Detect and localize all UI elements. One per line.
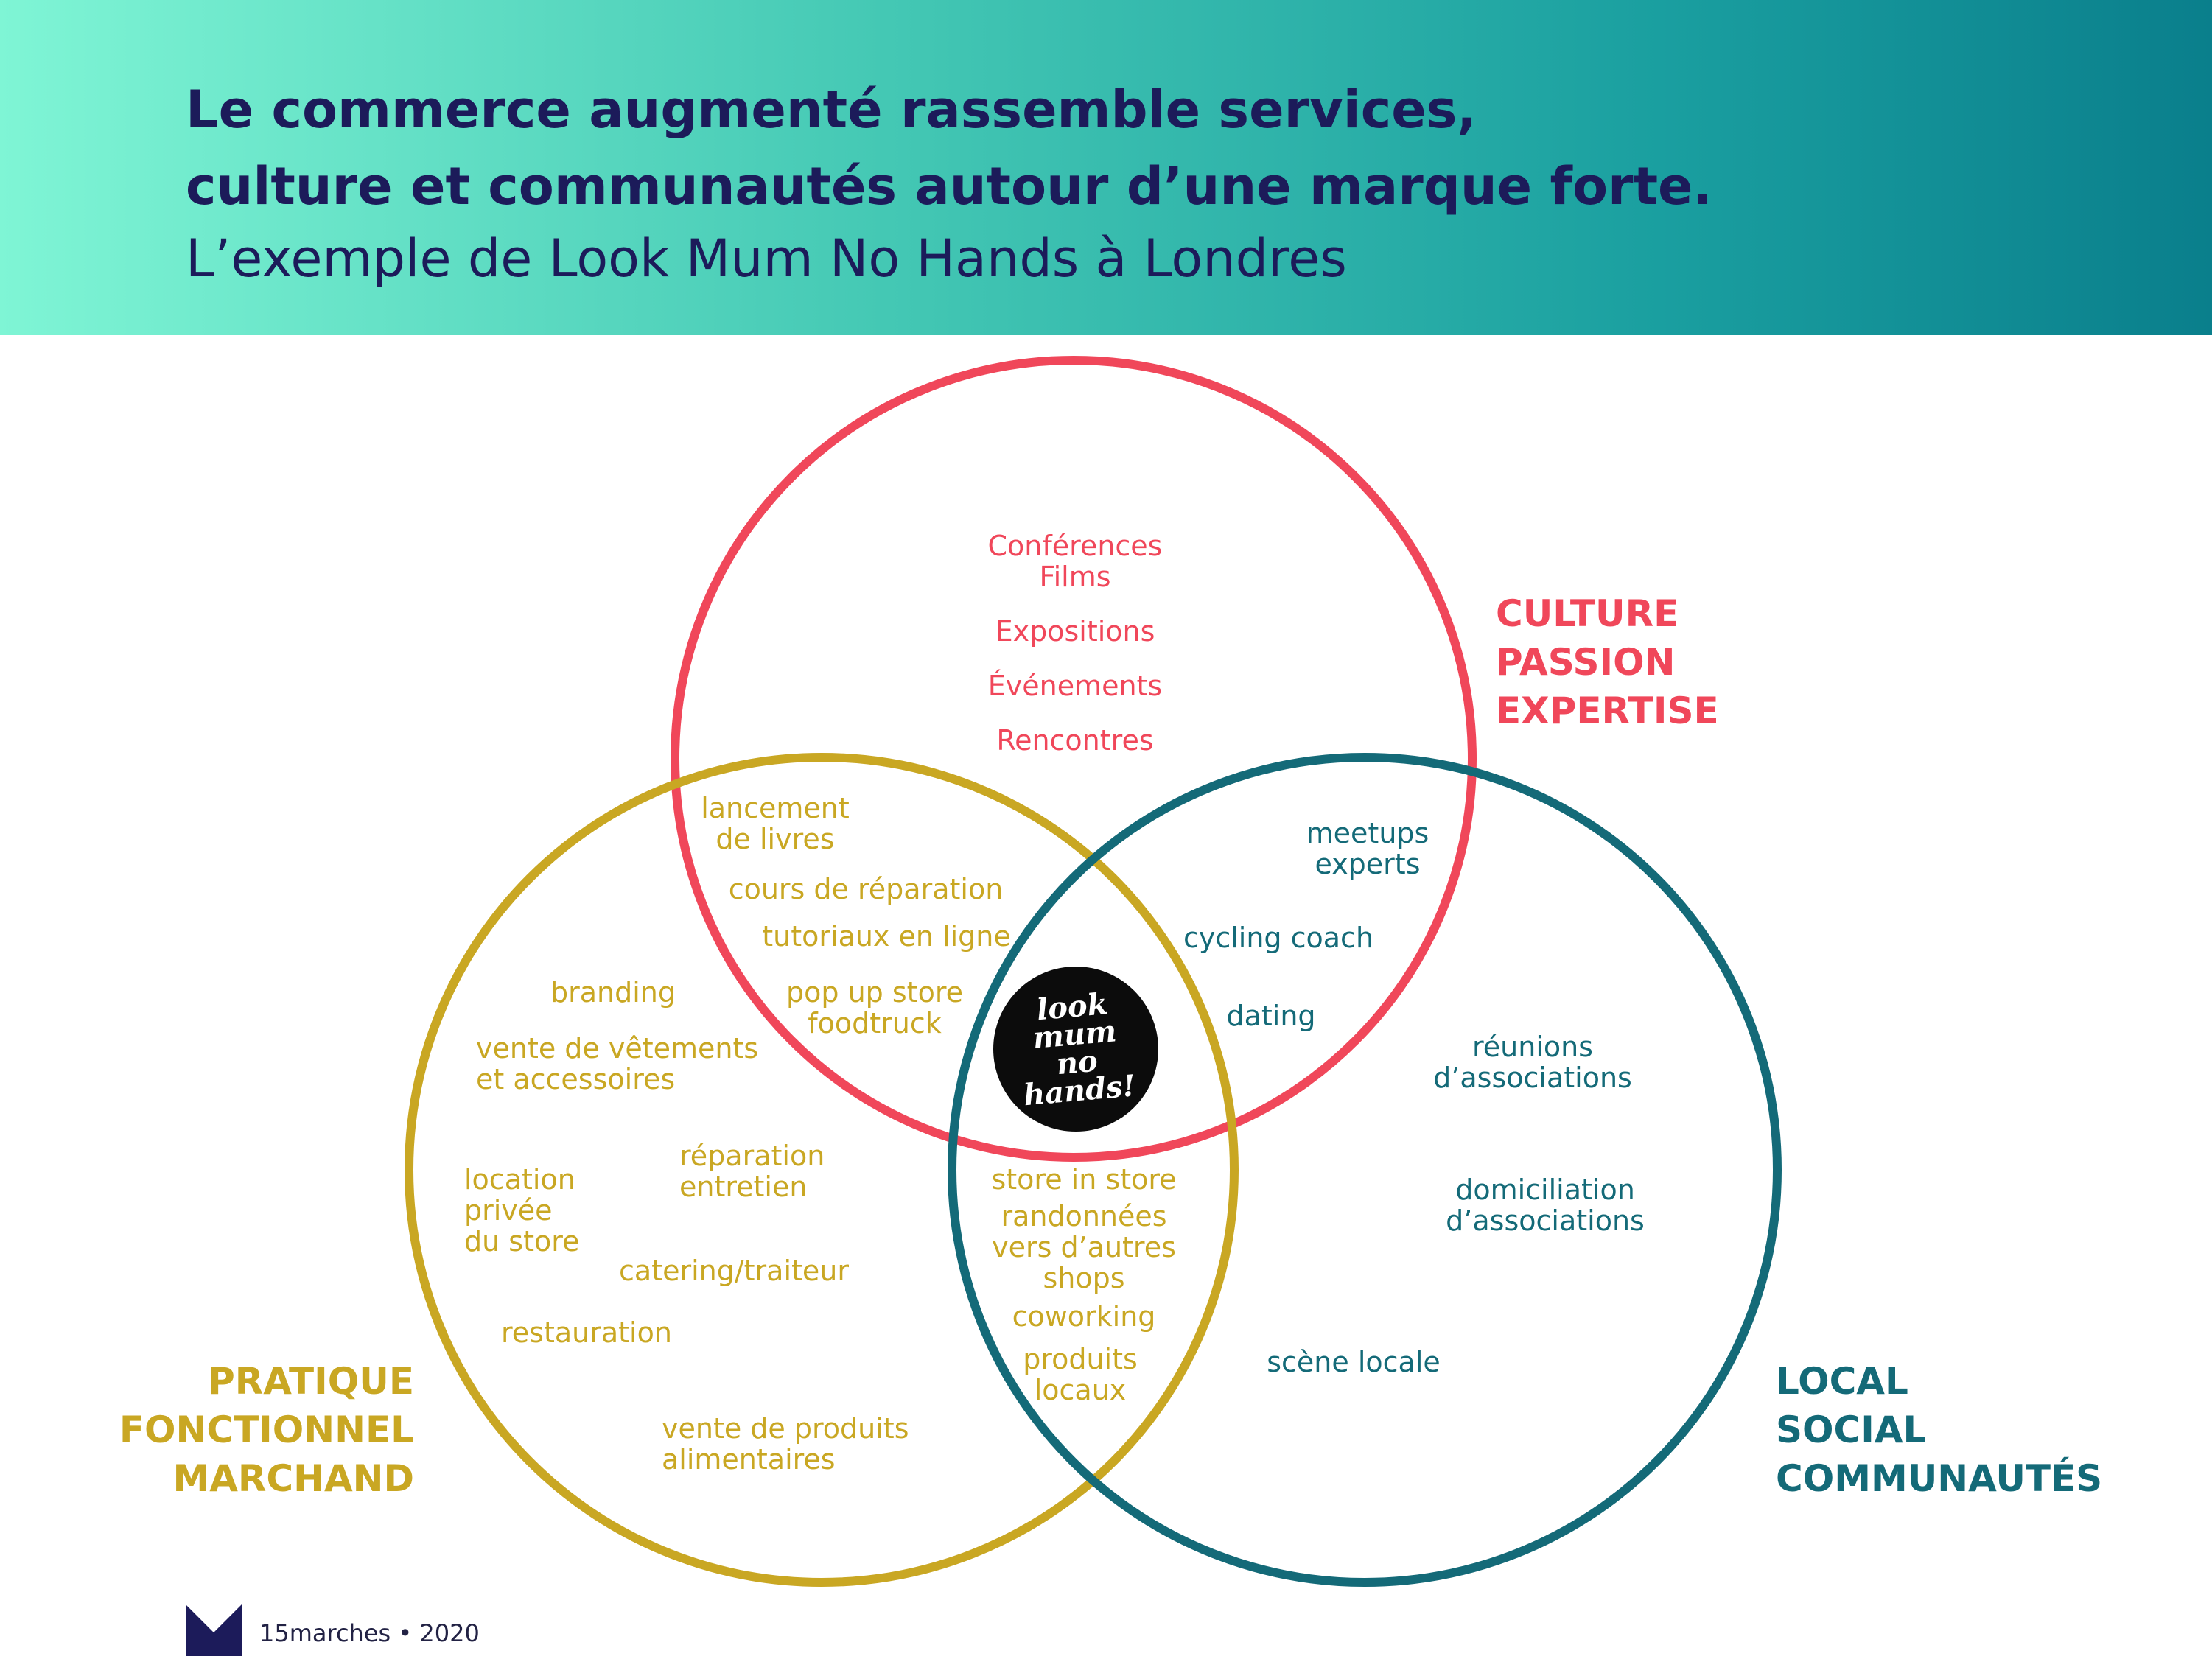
label-culture-line-1: CULTURE bbox=[1496, 592, 1679, 635]
item-reparation: réparation bbox=[679, 1140, 825, 1172]
item-restauration: restauration bbox=[501, 1316, 672, 1349]
label-local: LOCAL SOCIAL COMMUNAUTÉS bbox=[1776, 1357, 2102, 1503]
local-circle bbox=[948, 753, 1782, 1587]
item-reunions-associations: d’associations bbox=[1433, 1062, 1632, 1094]
item-de-livres: de livres bbox=[715, 823, 835, 855]
pratique-circle bbox=[405, 753, 1239, 1587]
label-pratique-line-1: PRATIQUE bbox=[208, 1360, 414, 1403]
logo-text: look mum no hands! bbox=[1022, 986, 1137, 1113]
label-local-line-2: SOCIAL bbox=[1776, 1409, 1927, 1451]
item-produits: produits bbox=[1023, 1343, 1138, 1375]
header-banner: Le commerce augmenté rassemble services,… bbox=[0, 0, 2212, 335]
item-expositions: Expositions bbox=[995, 615, 1155, 648]
item-accessoires: et accessoires bbox=[476, 1063, 676, 1095]
item-rencontres: Rencontres bbox=[996, 724, 1154, 757]
item-reunions: réunions bbox=[1471, 1031, 1594, 1063]
item-meetups: meetups bbox=[1306, 817, 1429, 849]
item-entretien: entretien bbox=[679, 1171, 808, 1203]
item-dating: dating bbox=[1226, 1000, 1316, 1032]
item-vente-produits: vente de produits bbox=[662, 1412, 909, 1445]
15marches-logo-icon bbox=[186, 1604, 242, 1656]
subtitle: L’exemple de Look Mum No Hands à Londres bbox=[186, 228, 1347, 289]
label-pratique-line-2: FONCTIONNEL bbox=[119, 1409, 414, 1451]
item-tutoriaux: tutoriaux en ligne bbox=[762, 920, 1011, 953]
item-du-store: du store bbox=[464, 1225, 580, 1258]
item-domiciliation: domiciliation bbox=[1455, 1174, 1635, 1206]
label-culture-line-2: PASSION bbox=[1496, 641, 1676, 684]
item-films: Films bbox=[1039, 561, 1111, 593]
item-scene-locale: scène locale bbox=[1267, 1346, 1441, 1378]
item-randonnees: randonnées bbox=[1001, 1200, 1167, 1232]
label-pratique: PRATIQUE FONCTIONNEL MARCHAND bbox=[119, 1357, 414, 1503]
item-cours-reparation: cours de réparation bbox=[728, 873, 1004, 905]
item-conferences: Conférences bbox=[987, 530, 1163, 562]
item-lancement: lancement bbox=[701, 792, 850, 824]
footer-brand: 15marches • 2020 bbox=[259, 1619, 480, 1647]
item-vers-autres: vers d’autres bbox=[992, 1231, 1176, 1263]
item-coworking: coworking bbox=[1012, 1300, 1156, 1333]
title-line-1: Le commerce augmenté rassemble services, bbox=[186, 80, 1477, 140]
item-privee: privée bbox=[464, 1194, 553, 1227]
item-catering: catering/traiteur bbox=[619, 1255, 849, 1287]
item-pop-up-store: pop up store bbox=[786, 976, 963, 1009]
item-cycling-coach: cycling coach bbox=[1183, 922, 1374, 954]
item-store-in-store: store in store bbox=[991, 1163, 1177, 1196]
item-location: location bbox=[464, 1163, 575, 1196]
item-evenements: Événements bbox=[987, 670, 1163, 702]
label-local-line-3: COMMUNAUTÉS bbox=[1776, 1457, 2103, 1500]
label-culture-line-3: EXPERTISE bbox=[1496, 690, 1719, 732]
culture-circle bbox=[671, 356, 1477, 1162]
label-culture: CULTURE PASSION EXPERTISE bbox=[1496, 589, 1719, 735]
item-shops: shops bbox=[1043, 1262, 1125, 1294]
item-experts: experts bbox=[1315, 848, 1421, 880]
item-alimentaires: alimentaires bbox=[662, 1443, 836, 1476]
label-pratique-line-3: MARCHAND bbox=[172, 1457, 414, 1500]
look-mum-no-hands-logo: look mum no hands! bbox=[993, 967, 1158, 1132]
item-vente-vetements: vente de vêtements bbox=[476, 1032, 759, 1065]
item-foodtruck: foodtruck bbox=[808, 1007, 942, 1039]
item-domiciliation-associations: d’associations bbox=[1446, 1204, 1645, 1237]
item-branding: branding bbox=[550, 976, 676, 1009]
title-line-2: culture et communautés autour d’une marq… bbox=[186, 156, 1713, 217]
label-local-line-1: LOCAL bbox=[1776, 1360, 1908, 1403]
item-locaux: locaux bbox=[1034, 1374, 1127, 1406]
